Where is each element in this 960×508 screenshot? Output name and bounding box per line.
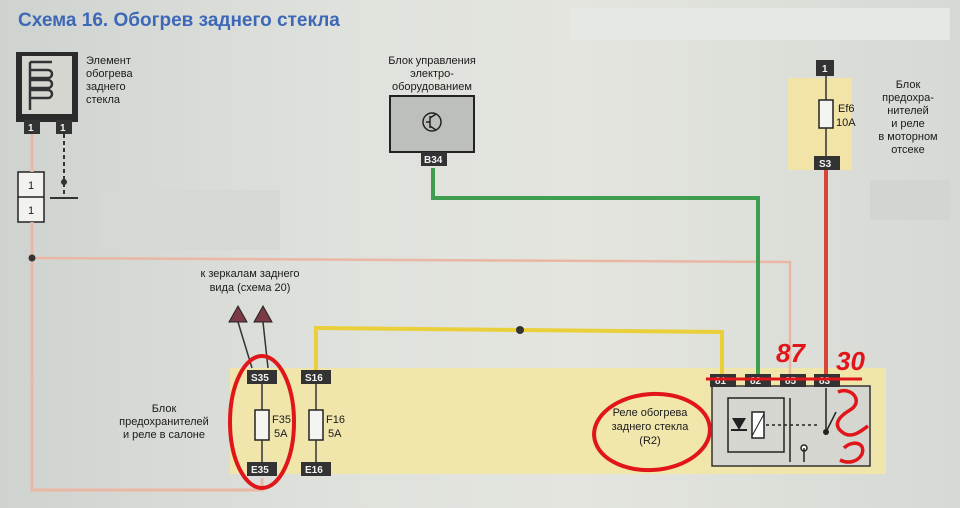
mirror-lead xyxy=(262,321,269,369)
ecu-label-line: оборудованием xyxy=(392,81,472,93)
connector-pin-top: 1 xyxy=(28,180,34,192)
marker-pin-87: 87 xyxy=(776,338,806,368)
fuse-f16-name: F16 xyxy=(326,414,345,426)
relay-label-line: (R2) xyxy=(639,435,660,447)
cabin-fuse-label-line: и реле в салоне xyxy=(123,429,205,441)
ecu: B34 Блок управления электро- оборудовани… xyxy=(388,55,476,166)
mirrors-note-line: вида (схема 20) xyxy=(210,282,291,294)
heater-label-line: заднего xyxy=(86,81,126,93)
heater-label-line: обогрева xyxy=(86,68,134,80)
fuse-f16-pin-top-label: S16 xyxy=(305,373,323,384)
transistor-icon-leads xyxy=(426,113,437,131)
engine-fuse-label-line: отсеке xyxy=(891,144,924,156)
fuse-f16-pin-bottom-label: E16 xyxy=(305,465,323,476)
hand-markings: 87 30 xyxy=(228,338,869,490)
ecu-pin xyxy=(421,152,447,166)
relay-label-line: Реле обогрева xyxy=(613,407,689,419)
relay-label-line: заднего стекла xyxy=(612,421,690,433)
engine-fuse-pin-bottom xyxy=(814,156,840,170)
fuse-icon xyxy=(308,409,324,441)
engine-fuse-pin-bottom-label: S3 xyxy=(819,159,832,170)
fuse-icon xyxy=(254,409,270,441)
marker-scribble xyxy=(835,388,869,464)
heater-pin-a-label: 1 xyxy=(28,123,34,134)
fuse-f35-name: F35 xyxy=(272,414,291,426)
fuse-f35-pin-bottom xyxy=(247,462,277,476)
wire-pink xyxy=(30,222,240,492)
heater-pin-b xyxy=(56,120,72,134)
heater-label-line: стекла xyxy=(86,94,121,106)
arrow-up-icon xyxy=(253,304,273,323)
ecu-pin-label: B34 xyxy=(424,155,443,166)
marker-pin-30: 30 xyxy=(836,346,865,376)
relay-label: Реле обогрева заднего стекла (R2) xyxy=(612,407,690,447)
wire-green xyxy=(431,168,760,380)
ghost-area xyxy=(870,180,950,220)
relay-pin-81-label: 81 xyxy=(715,376,727,387)
fuse-icon xyxy=(818,99,834,129)
heater-pin-a xyxy=(24,120,40,134)
mirrors-note-line: к зеркалам заднего xyxy=(200,268,299,280)
fuse-f16-pin-top xyxy=(301,370,331,384)
diode-icon xyxy=(732,418,746,430)
engine-fuse-label-line: предохра- xyxy=(882,92,934,104)
fuse-f35-pin-top-label: S35 xyxy=(251,373,269,384)
relay-coil-hatch xyxy=(751,413,765,437)
arrow-up-icon xyxy=(228,304,248,323)
relay-switch-blade xyxy=(825,411,837,433)
ground-node xyxy=(61,179,67,185)
fuse-f16-pin-bottom xyxy=(301,462,331,476)
heater-pin-b-label: 1 xyxy=(60,123,66,134)
connector-pin-bottom: 1 xyxy=(28,205,34,217)
relay-pin-83-label: 83 xyxy=(819,376,831,387)
cabin-fuse-label-line: предохранителей xyxy=(119,416,209,428)
heater-label-line: Элемент xyxy=(86,55,131,67)
mirrors-note: к зеркалам заднего вида (схема 20) xyxy=(200,268,300,369)
ghost-area xyxy=(100,190,280,250)
engine-fuse-name: Ef6 xyxy=(838,103,855,115)
engine-fuse-label-line: и реле xyxy=(891,118,925,130)
junction-node xyxy=(28,254,36,262)
wire-pink xyxy=(31,256,792,380)
cabin-fuse-box: Блок предохранителей и реле в салоне S35… xyxy=(119,370,345,476)
cabin-fuse-label-line: Блок xyxy=(152,403,177,415)
relay-pin-85-label: 85 xyxy=(785,376,797,387)
diagram-title: Схема 16. Обогрев заднего стекла xyxy=(18,10,340,31)
fuse-f35-pin-top xyxy=(247,370,277,384)
junction-node xyxy=(516,326,524,334)
heater-grid-icon xyxy=(28,60,54,110)
fuse-f16-rating: 5A xyxy=(328,428,342,440)
marker-circle-f35 xyxy=(228,354,296,490)
marker-circle-relay xyxy=(592,391,712,473)
ground-symbol xyxy=(50,134,78,199)
fuse-f35-rating: 5A xyxy=(274,428,288,440)
ecu-label-line: Блок управления xyxy=(388,55,476,67)
engine-fuse-rating: 10A xyxy=(836,117,856,129)
inline-connector: 1 1 xyxy=(17,171,45,223)
engine-fuse-pin-top xyxy=(816,60,834,76)
engine-fuse-label-line: нителей xyxy=(887,105,929,117)
engine-fuse-label-line: Блок xyxy=(896,79,921,91)
fuse-f35-pin-bottom-label: E35 xyxy=(251,465,269,476)
ecu-body xyxy=(389,95,475,153)
transistor-icon xyxy=(422,112,442,132)
relay-pin-82-label: 82 xyxy=(750,376,762,387)
ghost-header-area xyxy=(570,8,950,40)
ecu-label-line: электро- xyxy=(410,68,454,80)
relay-r2: 81 82 85 83 xyxy=(710,374,871,467)
engine-fuse-label-line: в моторном xyxy=(878,131,937,143)
engine-fuse-box: 1 Ef6 10A S3 Блок предохра- нителей и ре… xyxy=(814,60,938,170)
heater-element: 1 1 Элемент обогрева заднего стекла xyxy=(16,52,134,134)
engine-fuse-pin-top-label: 1 xyxy=(822,64,828,75)
